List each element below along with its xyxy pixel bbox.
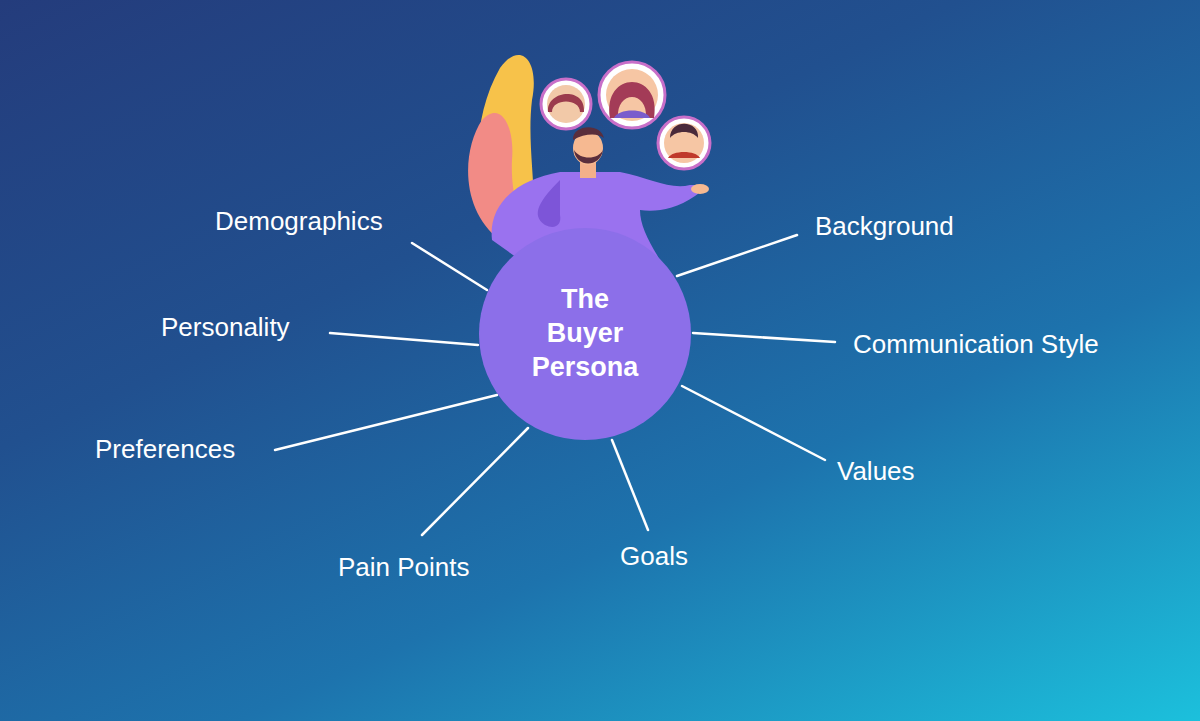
- avatar: [658, 117, 710, 169]
- avatar-shirt: [668, 152, 700, 158]
- avatar: [599, 62, 665, 128]
- avatar-face: [547, 85, 585, 123]
- attribute-label: Preferences: [95, 434, 235, 465]
- beard: [574, 150, 603, 164]
- leader-line: [275, 395, 497, 450]
- arm: [538, 180, 561, 227]
- avatar-hair: [670, 124, 698, 138]
- circle-fill: [479, 228, 691, 440]
- avatar-shirt: [614, 111, 650, 119]
- attribute-label: Values: [837, 456, 915, 487]
- avatars: [541, 62, 710, 169]
- circle-title: The Buyer Persona: [532, 283, 639, 384]
- persona-circle: The Buyer Persona: [478, 227, 692, 441]
- attribute-label: Personality: [161, 312, 290, 343]
- leader-line: [612, 440, 648, 530]
- leader-line: [412, 243, 487, 290]
- attribute-label: Goals: [620, 541, 688, 572]
- hand: [691, 184, 709, 194]
- attribute-label: Communication Style: [853, 329, 1099, 360]
- avatar-hair: [609, 82, 654, 118]
- leader-line: [677, 235, 797, 276]
- hair: [573, 127, 604, 140]
- leader-line: [693, 333, 835, 342]
- avatar-face: [664, 123, 704, 163]
- attribute-label: Demographics: [215, 206, 383, 237]
- leader-line: [330, 333, 478, 345]
- avatar: [541, 79, 591, 129]
- attribute-label: Background: [815, 211, 954, 242]
- leader-line: [682, 386, 825, 460]
- attribute-label: Pain Points: [338, 552, 470, 583]
- avatar-hair: [548, 94, 584, 112]
- leader-line: [422, 428, 528, 535]
- avatar-face: [606, 69, 658, 121]
